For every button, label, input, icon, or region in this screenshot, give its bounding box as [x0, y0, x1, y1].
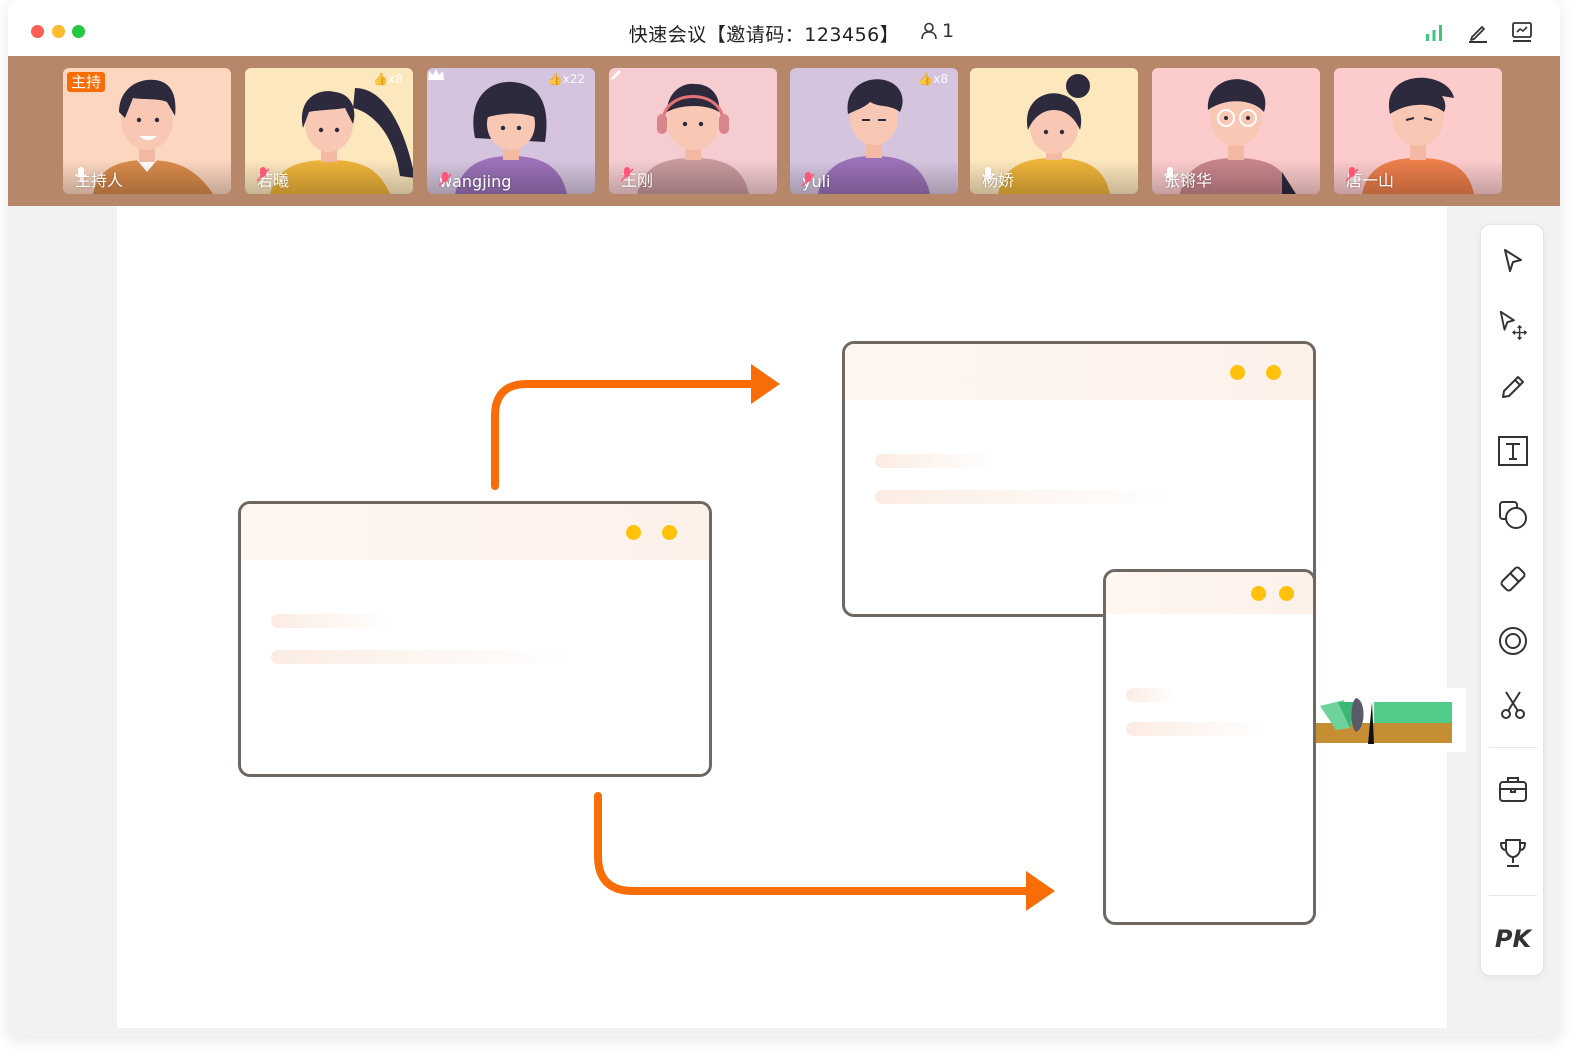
avatar: [1180, 79, 1296, 194]
pencil-tool[interactable]: [1497, 371, 1529, 403]
participant-tile[interactable]: 杨娇: [970, 68, 1138, 194]
avatar: [270, 88, 413, 194]
maximize-window-button[interactable]: [72, 25, 85, 38]
microphone-muted-icon: [621, 167, 633, 182]
select-tool[interactable]: [1497, 245, 1529, 277]
participant-name: 杨娇: [982, 167, 1014, 191]
participant-video-strip: 主持 主持人 👍x8 若曦: [8, 56, 1560, 206]
like-count: 👍x8: [918, 72, 948, 86]
meeting-title: 快速会议【邀请码：123456】: [628, 24, 900, 46]
text-box-icon: [1498, 436, 1528, 466]
minimize-window-button[interactable]: [52, 25, 65, 38]
avatar: [637, 83, 749, 194]
pk-button[interactable]: PK: [1494, 925, 1532, 953]
participant-name: 王刚: [621, 167, 653, 191]
title-bar: 快速会议【邀请码：123456】 1: [8, 0, 1560, 56]
shape-tool[interactable]: [1497, 499, 1529, 531]
host-badge: 主持: [67, 72, 106, 92]
diagram-window-card[interactable]: [238, 501, 712, 777]
laser-pointer-tool[interactable]: [1497, 625, 1529, 657]
like-count: 👍x22: [547, 72, 585, 86]
like-count: 👍x8: [373, 72, 403, 86]
participant-count-value: 1: [942, 20, 955, 42]
cursor-move-icon: [1499, 310, 1528, 341]
participant-tile[interactable]: 王刚: [609, 68, 777, 194]
microphone-muted-icon: [1346, 167, 1358, 182]
diagram-window-card[interactable]: [1103, 569, 1316, 925]
laser-pointer-icon: [1499, 627, 1527, 655]
shapes-icon: [1499, 501, 1527, 529]
trophy-icon: [1500, 839, 1526, 867]
pen-permission-icon: [611, 70, 621, 80]
avatar: [455, 81, 567, 194]
screen-share-icon[interactable]: [1510, 20, 1534, 44]
participant-tile[interactable]: 👍x8 yuli: [790, 68, 958, 194]
microphone-icon: [75, 167, 87, 182]
microphone-icon: [1164, 167, 1176, 182]
text-tool[interactable]: [1497, 435, 1529, 467]
flow-arrows: [491, 364, 1055, 911]
scissors-tool[interactable]: [1497, 689, 1529, 721]
avatar: [1362, 77, 1474, 194]
participant-name: 主持人: [75, 167, 123, 191]
microphone-muted-icon: [439, 172, 451, 187]
participant-name: yuli: [802, 172, 831, 191]
whiteboard-canvas[interactable]: [117, 206, 1466, 1028]
sticker-image[interactable]: [1316, 688, 1466, 752]
participant-name: wangjing: [439, 172, 512, 191]
participant-name: 若曦: [257, 167, 289, 191]
participant-tile[interactable]: 张锵华: [1152, 68, 1320, 194]
avatar: [998, 74, 1110, 194]
signal-strength-icon[interactable]: [1422, 20, 1446, 44]
participant-count[interactable]: 1: [920, 20, 954, 42]
microphone-icon: [982, 167, 994, 182]
avatar: [818, 79, 930, 194]
close-window-button[interactable]: [31, 25, 44, 38]
participant-tile[interactable]: 👍x8 若曦: [245, 68, 413, 194]
diagram-window-card[interactable]: [842, 341, 1316, 617]
annotate-pen-icon[interactable]: [1466, 20, 1490, 44]
microphone-muted-icon: [802, 172, 814, 187]
participant-tile[interactable]: 唐一山: [1334, 68, 1502, 194]
toolbox-icon: [1499, 777, 1527, 802]
participant-name: 张锵华: [1164, 167, 1212, 191]
participant-name: 唐一山: [1346, 167, 1394, 191]
user-icon: [921, 22, 937, 40]
cursor-icon: [1504, 249, 1522, 272]
microphone-muted-icon: [257, 167, 269, 182]
participant-tile[interactable]: 👍x22 wangjing: [427, 68, 595, 194]
trophy-tool[interactable]: [1497, 837, 1529, 869]
avatar: [93, 79, 213, 194]
crown-icon: [428, 69, 444, 80]
scissors-icon: [1501, 691, 1525, 719]
eraser-icon: [1500, 566, 1526, 592]
whiteboard-toolbar: PK: [1480, 224, 1544, 976]
toolbox-tool[interactable]: [1497, 773, 1529, 805]
eraser-tool[interactable]: [1497, 563, 1529, 595]
participant-tile[interactable]: 主持 主持人: [63, 68, 231, 194]
meeting-window: 快速会议【邀请码：123456】 1: [8, 0, 1560, 1036]
move-select-tool[interactable]: [1497, 309, 1529, 341]
pencil-icon: [1502, 376, 1524, 398]
